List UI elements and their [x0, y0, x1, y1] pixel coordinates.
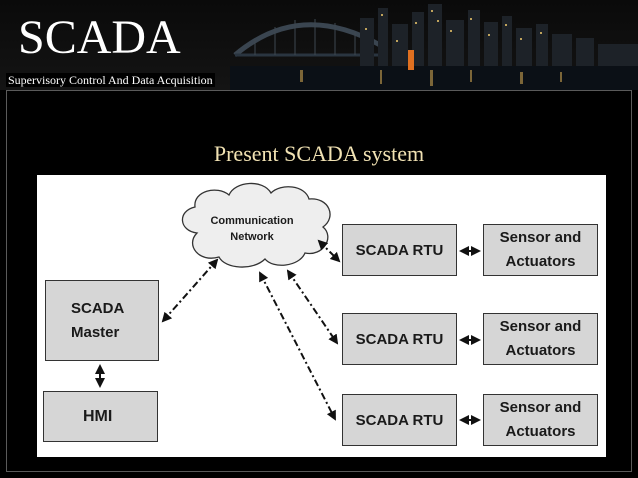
slide-title: Present SCADA system	[213, 141, 425, 166]
sensor-actuators-box: Sensor and Actuators	[483, 394, 598, 446]
link-network-rtu-1	[317, 239, 341, 263]
scada-rtu-box: SCADA RTU	[342, 394, 457, 446]
hmi-box: HMI	[43, 391, 158, 442]
communication-network-label: Communication Network	[210, 215, 294, 243]
scada-master-box: SCADA Master	[45, 280, 159, 361]
header-subtitle: Supervisory Control And Data Acquisition	[6, 73, 215, 87]
header-title: SCADA	[18, 11, 181, 64]
city-skyline-banner: SCADA Supervisory Control And Data Acqui…	[0, 0, 638, 90]
scada-rtu-box: SCADA RTU	[342, 313, 457, 365]
content-frame	[6, 90, 632, 472]
scada-rtu-box: SCADA RTU	[342, 224, 457, 276]
sensor-actuators-box: Sensor and Actuators	[483, 313, 598, 365]
link-network-rtu-3	[259, 271, 336, 421]
link-network-rtu-2	[286, 269, 339, 345]
sensor-actuators-box: Sensor and Actuators	[483, 224, 598, 276]
scada-architecture-diagram: Communication Network SCADA Master HMI S…	[37, 175, 606, 457]
link-master-network	[161, 258, 219, 323]
communication-network-cloud	[181, 182, 331, 268]
diagram-connectors	[95, 182, 481, 425]
